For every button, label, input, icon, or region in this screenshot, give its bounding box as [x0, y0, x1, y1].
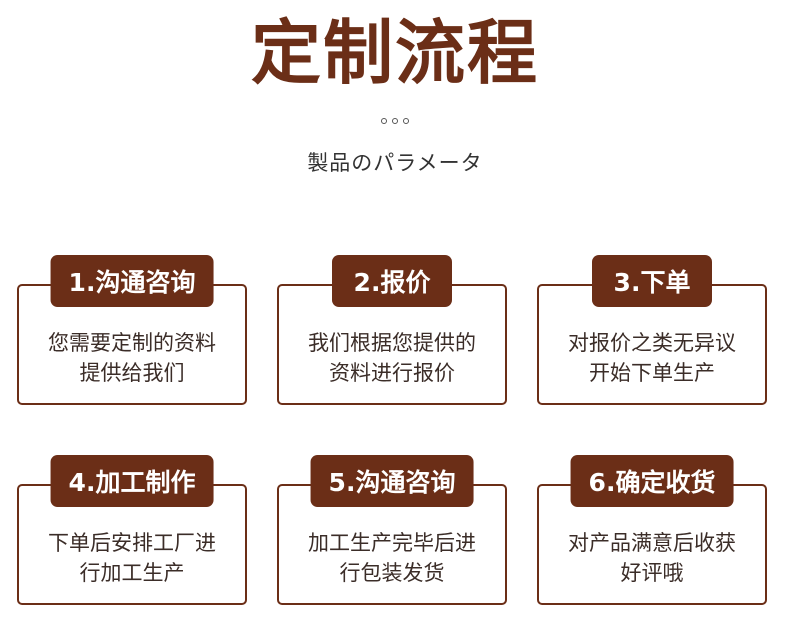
step-description: 下单后安排工厂进 行加工生产 — [27, 528, 237, 588]
step-badge: 5.沟通咨询 — [310, 455, 474, 507]
step-description-line: 加工生产完毕后进 — [308, 531, 476, 555]
step-badge: 1.沟通咨询 — [50, 255, 214, 307]
decorative-dots — [0, 118, 790, 124]
step-card-2: 2.报价 我们根据您提供的 资料进行报价 — [277, 255, 507, 405]
step-description-line: 好评哦 — [620, 561, 684, 585]
step-description: 您需要定制的资料 提供给我们 — [27, 328, 237, 388]
step-description-line: 下单后安排工厂进 — [48, 531, 216, 555]
step-description-line: 对产品满意后收获 — [568, 531, 736, 555]
step-description-line: 对报价之类无异议 — [568, 331, 736, 355]
step-badge: 2.报价 — [332, 255, 452, 307]
page-title: 定制流程 — [251, 12, 539, 94]
step-card-6: 6.确定收货 对产品满意后收获 好评哦 — [537, 455, 767, 605]
step-description-line: 我们根据您提供的 — [308, 331, 476, 355]
circle-icon — [392, 118, 398, 124]
step-description: 我们根据您提供的 资料进行报价 — [287, 328, 497, 388]
page-subtitle: 製品のパラメータ — [307, 151, 483, 175]
step-description-line: 行包装发货 — [339, 561, 445, 585]
step-description-line: 行加工生产 — [79, 561, 185, 585]
step-description-line: 开始下单生产 — [589, 361, 715, 385]
step-card-4: 4.加工制作 下单后安排工厂进 行加工生产 — [17, 455, 247, 605]
step-description: 对产品满意后收获 好评哦 — [547, 528, 757, 588]
step-card-1: 1.沟通咨询 您需要定制的资料 提供给我们 — [17, 255, 247, 405]
circle-icon — [403, 118, 409, 124]
step-description-line: 资料进行报价 — [329, 361, 455, 385]
step-description-line: 您需要定制的资料 — [48, 331, 216, 355]
step-card-3: 3.下单 对报价之类无异议 开始下单生产 — [537, 255, 767, 405]
step-description: 加工生产完毕后进 行包装发货 — [287, 528, 497, 588]
step-description-line: 提供给我们 — [79, 361, 185, 385]
step-card-5: 5.沟通咨询 加工生产完毕后进 行包装发货 — [277, 455, 507, 605]
step-description: 对报价之类无异议 开始下单生产 — [547, 328, 757, 388]
step-badge: 4.加工制作 — [50, 455, 214, 507]
circle-icon — [381, 118, 387, 124]
step-badge: 3.下单 — [592, 255, 712, 307]
step-badge: 6.确定收货 — [570, 455, 734, 507]
